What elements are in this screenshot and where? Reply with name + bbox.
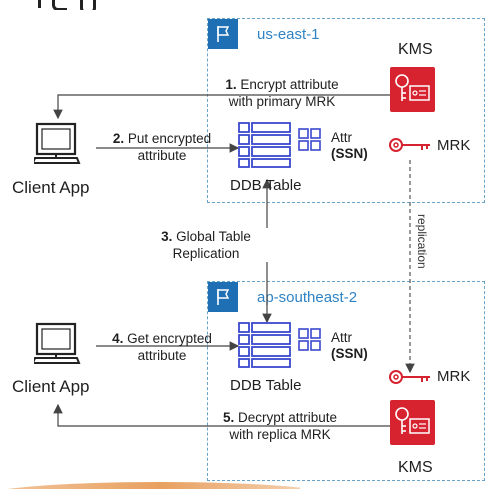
kms-icon: [390, 400, 435, 445]
attr-label-bottom: Attr (SSN): [331, 330, 368, 362]
attr-type: (SSN): [331, 346, 368, 361]
step-3-label: 3. Global Table Replication: [143, 228, 269, 262]
replication-label: replication: [415, 212, 429, 271]
step-4-label: 4. Get encrypted attribute: [92, 330, 232, 364]
ddb-table-label-bottom: DDB Table: [230, 377, 302, 394]
client-app-label-top: Client App: [12, 178, 90, 197]
attr-name: Attr: [331, 330, 353, 345]
arrow-step-1: [53, 94, 390, 120]
mrk-label-top: MRK: [437, 137, 471, 154]
step-text-line2: with replica MRK: [229, 427, 331, 442]
step-number: 2.: [112, 131, 125, 146]
attr-label-top: Attr (SSN): [331, 130, 368, 162]
mrk-key-icon: [388, 136, 432, 159]
region-label-bottom: ap-southeast-2: [257, 289, 358, 306]
client-computer-icon: [31, 322, 84, 375]
kms-icon: [390, 67, 435, 112]
arrow-step-5: [53, 403, 390, 427]
step-number: 5.: [222, 410, 235, 425]
step-text: Global Table: [176, 229, 251, 244]
attr-type: (SSN): [331, 146, 368, 161]
dynamodb-table-icon: [238, 322, 292, 373]
step-1-label: 1. Encrypt attribute with primary MRK: [202, 76, 362, 110]
attribute-icon: [298, 128, 322, 157]
step-text-line2: Replication: [172, 246, 240, 261]
region-ap-southeast-2: [207, 281, 485, 481]
step-text: Put encrypted: [127, 131, 212, 146]
step-5-label: 5. Decrypt attribute with replica MRK: [190, 409, 370, 443]
page-title-fragment: [0, 0, 110, 10]
client-computer-icon: [31, 122, 84, 175]
region-us-east-1: [207, 18, 485, 203]
kms-title-bottom: KMS: [398, 459, 433, 476]
attribute-icon: [298, 328, 322, 357]
mrk-key-icon: [388, 368, 432, 391]
step-text-line2: attribute: [137, 148, 187, 163]
attr-name: Attr: [331, 130, 353, 145]
kms-title-top: KMS: [398, 41, 433, 58]
region-flag-icon: [208, 282, 238, 312]
step-text-line2: attribute: [137, 348, 187, 363]
region-flag-icon: [208, 19, 238, 49]
step-number: 3.: [161, 229, 173, 244]
step-text: Get encrypted: [127, 331, 212, 346]
decorative-swoosh: [0, 478, 300, 489]
step-number: 1.: [225, 77, 237, 92]
client-app-label-bottom: Client App: [12, 377, 90, 396]
mrk-label-bottom: MRK: [437, 368, 471, 385]
step-text: Decrypt attribute: [237, 410, 338, 425]
dynamodb-table-icon: [238, 122, 292, 173]
step-number: 4.: [112, 331, 124, 346]
step-text: Encrypt attribute: [240, 77, 339, 92]
ddb-table-label-top: DDB Table: [230, 177, 302, 194]
step-text-line2: with primary MRK: [228, 94, 336, 109]
step-2-label: 2. Put encrypted attribute: [92, 130, 232, 164]
region-label-top: us-east-1: [257, 26, 320, 43]
